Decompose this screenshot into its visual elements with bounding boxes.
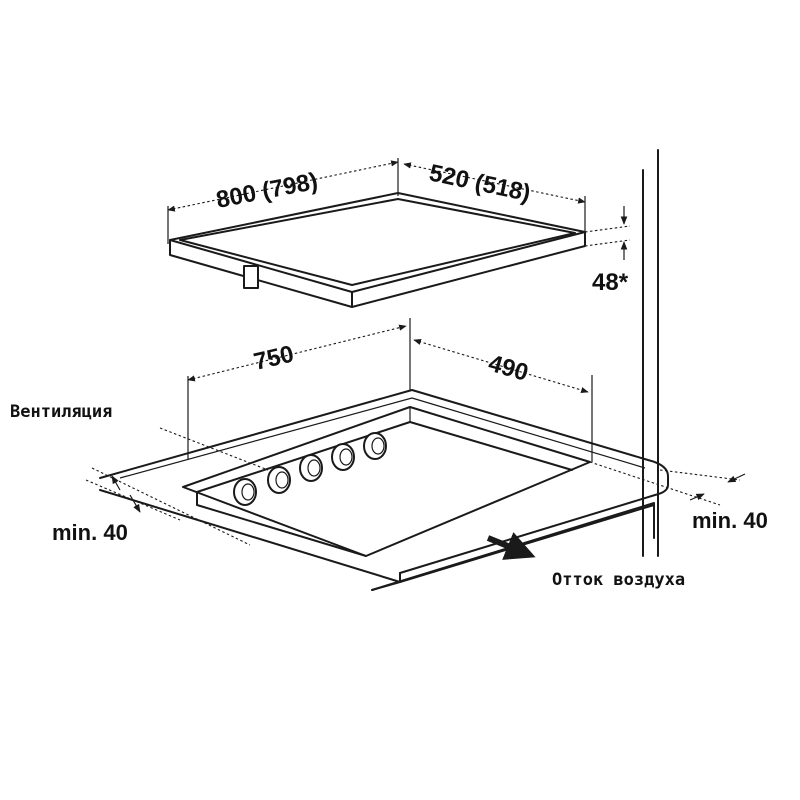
air-outflow-arrow: [486, 532, 536, 560]
countertop: [99, 389, 669, 591]
hob-height-label: 48*: [592, 269, 629, 296]
hob-depth-label: 520 (518): [427, 159, 533, 207]
cutout-width-label: 750: [251, 341, 296, 376]
vent-hole: [267, 466, 291, 494]
wall: [642, 149, 659, 557]
ventilation-label: Вентиляция: [10, 402, 112, 422]
clearance-front-label: min. 40: [52, 520, 128, 545]
vent-hole: [331, 443, 355, 471]
dimension-lines: [85, 158, 746, 546]
vent-hole: [299, 454, 323, 482]
hob-width-label: 800 (798): [214, 168, 320, 214]
ventilation-holes: [233, 432, 387, 506]
vent-hole: [233, 478, 257, 506]
clearance-back-label: min. 40: [692, 508, 768, 533]
cutout-depth-label: 490: [485, 350, 531, 387]
air-outflow-label: Отток воздуха: [552, 570, 685, 590]
vent-hole: [363, 432, 387, 460]
